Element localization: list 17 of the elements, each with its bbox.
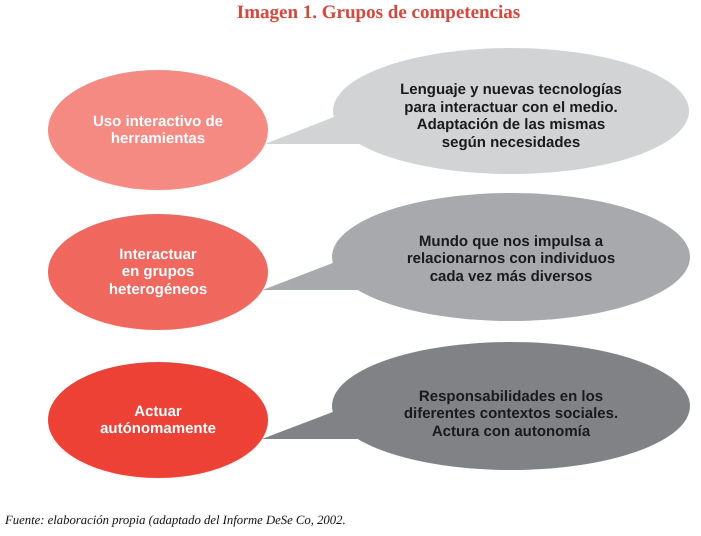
- diagram-title: Imagen 1. Grupos de competencias: [236, 2, 520, 24]
- competence-ellipse: [48, 362, 268, 478]
- competence-ellipse: [48, 214, 268, 330]
- speech-bubble: [333, 48, 689, 174]
- source-caption: Fuente: elaboración propia (adaptado del Informe DeSe Co, 2002.: [5, 513, 346, 528]
- speech-bubble-tail: [262, 263, 358, 290]
- speech-bubble: [332, 193, 690, 321]
- competence-label: Uso interactivo de herramientas: [92, 112, 224, 148]
- competence-ellipse: [48, 70, 268, 190]
- speech-bubble-tail: [265, 117, 360, 144]
- competence-label: Actuar autónomamente: [99, 402, 217, 438]
- bubble-text: Lenguaje y nuevas tecnologías para interactuar con el medio. Adaptación de las mismas según necesidades: [399, 81, 623, 151]
- bubble-text: Mundo que nos impulsa a relacionarnos con individuos cada vez más diversos: [406, 232, 616, 286]
- competence-label: Interactuar en grupos heterogéneos: [108, 246, 208, 298]
- bubble-text: Responsabilidades en los diferentes contextos sociales. Actura con autonomía: [402, 388, 620, 440]
- speech-bubble-tail: [262, 412, 358, 439]
- speech-bubble: [332, 342, 690, 470]
